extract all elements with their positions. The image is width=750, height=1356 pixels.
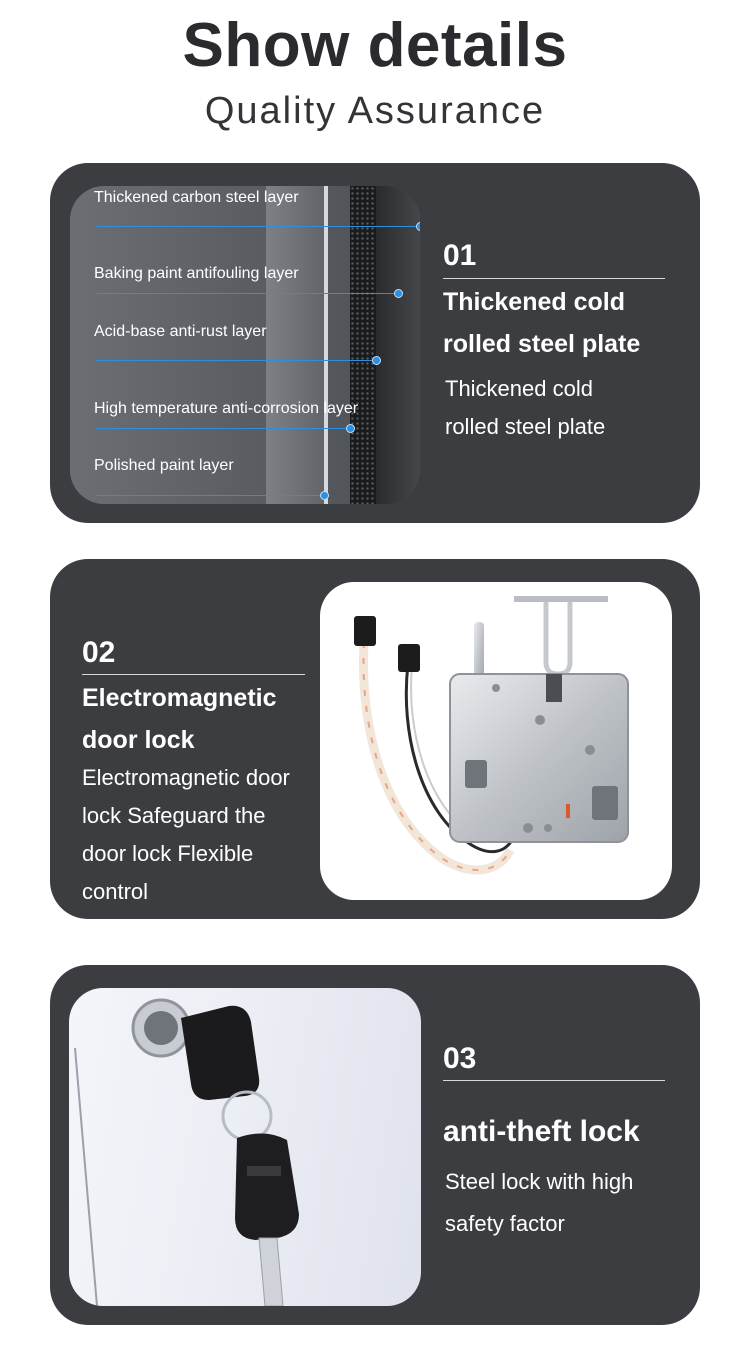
layer-label-anti-rust: Acid-base anti-rust layer (94, 323, 267, 340)
plate-edge (324, 186, 328, 504)
electromagnetic-lock-illustration (354, 596, 629, 875)
lock-body (449, 673, 629, 843)
key-icon (181, 1005, 260, 1100)
key-lock-illustration (74, 998, 299, 1306)
connector-icon (354, 616, 376, 646)
layer-line (96, 360, 374, 361)
layer-dot (394, 289, 403, 298)
layer-label-polished-paint: Polished paint layer (94, 457, 234, 474)
section-heading: anti-theft lock (443, 1115, 640, 1148)
section-heading-line: Thickened cold (443, 288, 625, 316)
section-heading: Thickened cold rolled steel plate (443, 281, 640, 365)
layer-line (96, 226, 418, 227)
layer-line (96, 293, 396, 294)
description-line: Electromagnetic door (82, 765, 290, 790)
section-heading-line: door lock (82, 726, 195, 754)
plate-frame (376, 186, 420, 504)
description-line: safety factor (445, 1211, 565, 1236)
description-line: Thickened cold (445, 376, 593, 401)
layer-dot (346, 424, 355, 433)
section-heading-line: Electromagnetic (82, 684, 277, 712)
section-heading: Electromagnetic door lock (82, 677, 277, 761)
section-divider (82, 674, 305, 675)
layer-dot (320, 491, 329, 500)
layer-dot (416, 222, 420, 231)
description-line: control (82, 879, 149, 904)
layer-dot (372, 356, 381, 365)
feature-card-anti-theft-lock: 03 anti-theft lock Steel lock with high … (50, 965, 700, 1325)
section-divider (443, 278, 665, 279)
connector-icon (398, 644, 420, 672)
page-title: Show details (182, 11, 568, 80)
section-number: 01 (443, 239, 477, 272)
feature-card-steel-plate: Thickened carbon steel layer Baking pain… (50, 163, 700, 523)
electromagnetic-lock-photo (320, 582, 672, 900)
key-icon (235, 1133, 299, 1240)
section-description: Thickened cold rolled steel plate (445, 370, 605, 446)
description-line: door lock Flexible (82, 841, 254, 866)
layer-label-anti-corrosion: High temperature anti-corrosion layer (94, 400, 359, 417)
description-line: lock Safeguard the (82, 803, 266, 828)
feature-card-electromagnetic-lock: 02 Electromagnetic door lock Electromagn… (50, 559, 700, 919)
section-divider (443, 1080, 665, 1081)
mesh-panel (350, 186, 376, 504)
key-lock-photo (69, 988, 421, 1306)
description-line: Steel lock with high (445, 1169, 634, 1194)
glass-panel (266, 186, 324, 504)
section-heading-line: rolled steel plate (443, 330, 641, 358)
layer-line (96, 428, 348, 429)
layer-label-carbon-steel: Thickened carbon steel layer (94, 189, 299, 206)
section-number: 03 (443, 1042, 477, 1075)
section-number: 02 (82, 636, 116, 669)
page-subtitle: Quality Assurance (204, 90, 546, 132)
description-line: rolled steel plate (445, 414, 606, 439)
section-description: Electromagnetic door lock Safeguard the … (82, 759, 290, 911)
steel-plate-photo: Thickened carbon steel layer Baking pain… (70, 186, 420, 504)
layer-label-baking-paint: Baking paint antifouling layer (94, 265, 299, 282)
layer-line (96, 495, 322, 496)
section-description: Steel lock with high safety factor (445, 1161, 633, 1245)
